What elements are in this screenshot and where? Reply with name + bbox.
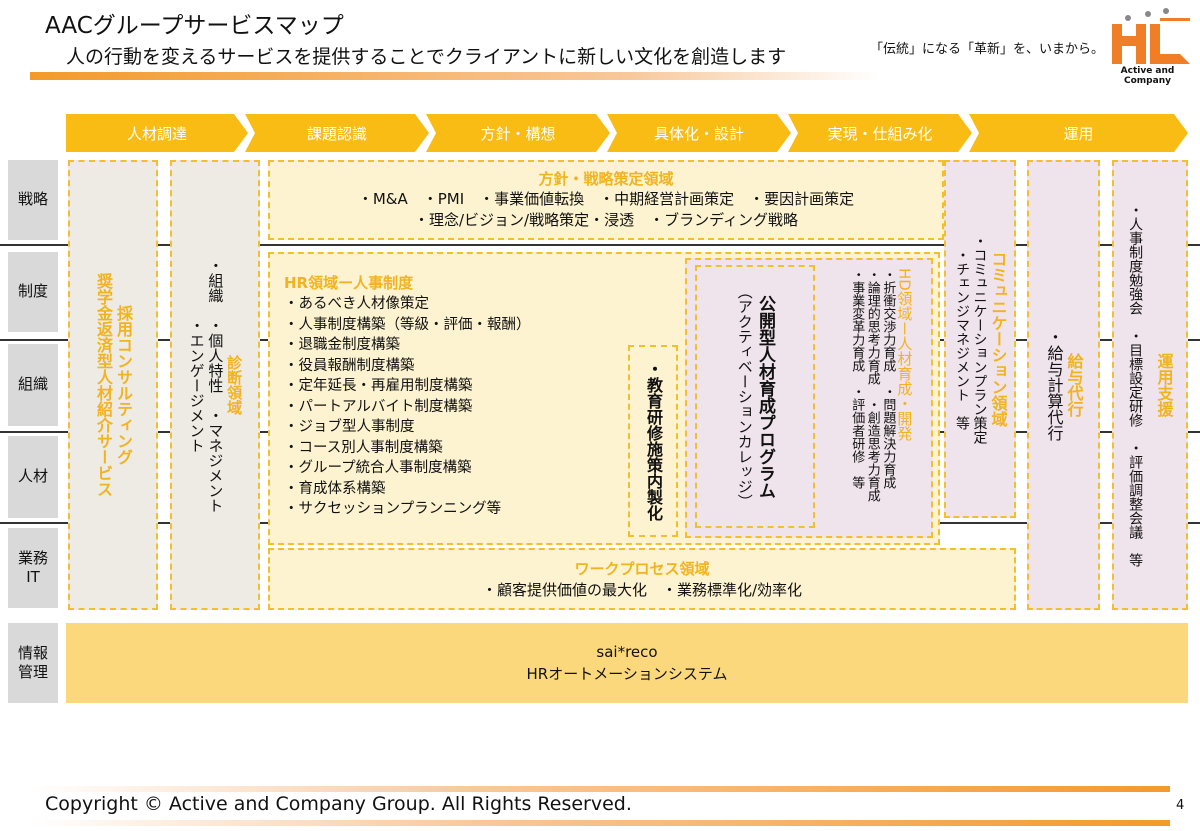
phase-arrow: 人材調達	[66, 114, 248, 152]
info-system-bar: sai*reco HRオートメーションシステム	[66, 623, 1188, 703]
row-label-organization: 組織	[8, 344, 58, 426]
workprocess-area: ワークプロセス領域 ・顧客提供価値の最大化 ・業務標準化/効率化	[268, 548, 1016, 610]
education-area: ・教育研修施策内製化	[628, 345, 678, 537]
row-label-talent: 人材	[8, 436, 58, 518]
hr-item: ・育成体系構築	[284, 480, 386, 497]
hr-item: ・定年延長・再雇用制度構築	[284, 378, 473, 394]
phase-arrow: 具体化・設計	[607, 114, 791, 152]
phase-arrow: 運用	[969, 114, 1188, 152]
hd-item: ・事業変革力育成 ・評価者研修 等	[849, 268, 865, 489]
row-divider	[0, 244, 1200, 246]
workprocess-title: ワークプロセス領域	[574, 560, 710, 578]
communication-item: ・チェンジマネジメント 等	[954, 248, 970, 430]
info-title: sai*reco	[596, 643, 658, 661]
communication-item: ・コミュニケーションプラン策定	[971, 234, 988, 444]
diagnosis-area: 診断領域・組織 ・個人特性 ・マネジメント・エンゲージメント	[170, 160, 260, 610]
payroll-item: ・給与計算代行	[1044, 329, 1064, 441]
payroll-title: 給与代行	[1064, 353, 1084, 417]
operation-support-area: 運用支援・人事制度勉強会 ・目標設定研修 ・評価調整会議 等	[1112, 160, 1188, 610]
row-label-operations-it: 業務 IT	[8, 528, 58, 608]
hr-item: ・退職金制度構築	[284, 337, 400, 353]
row-label-information: 情報 管理	[8, 623, 58, 703]
hr-item: ・コース別人事制度構築	[284, 439, 443, 456]
page-number: 4	[1176, 798, 1185, 813]
copyright: Copyright © Active and Company Group. Al…	[45, 793, 632, 815]
title-underline	[30, 72, 880, 80]
strategy-line: ・理念/ビジョン/戦略策定・浸透 ・ブランディング戦略	[413, 211, 799, 229]
diagnosis-item: ・組織 ・個人特性 ・マネジメント	[206, 257, 225, 513]
hr-item: ・人事制度構築（等級・評価・報酬）	[284, 316, 531, 333]
operation-title: 運用支援	[1154, 353, 1174, 417]
page-subtitle: 人の行動を変えるサービスを提供することでクライアントに新しい文化を創造します	[66, 46, 787, 68]
workprocess-line: ・顧客提供価値の最大化 ・業務標準化/効率化	[481, 581, 803, 599]
tagline: 「伝統」になる「革新」を、いまから。	[870, 42, 1105, 57]
strategy-area: 方針・戦略策定領域 ・M&A ・PMI ・事業価値転換 ・中期経営計画策定 ・要…	[268, 160, 944, 240]
recruitment-area: 採用コンサルティング奨学金返済型人材紹介サービス	[68, 160, 158, 610]
education-item: ・教育研修施策内製化	[644, 361, 663, 521]
public-program-area: 公開型人材育成プログラム（アクティベーションカレッジ）	[695, 265, 815, 528]
phase-arrow: 実現・仕組み化	[788, 114, 972, 152]
info-sub: HRオートメーションシステム	[526, 665, 728, 683]
logo-text: Active and Company	[1120, 66, 1175, 86]
recruit-consulting: 採用コンサルティング	[114, 305, 133, 465]
hr-item: ・ジョブ型人事制度	[284, 419, 415, 435]
communication-area: コミュニケーション領域・コミュニケーションプラン策定・チェンジマネジメント 等	[944, 160, 1016, 518]
strategy-title: 方針・戦略策定領域	[538, 170, 674, 188]
hd-title: HD領域ー人材育成・開発	[895, 268, 914, 441]
public-program-title: 公開型人材育成プログラム	[755, 294, 775, 499]
scholarship-service: 奨学金返済型人材紹介サービス	[94, 273, 113, 497]
hd-item: ・論理的思考力育成 ・創造思考力育成	[864, 268, 880, 502]
hr-item: ・グループ統合人事制度構築	[284, 460, 472, 476]
hr-title: HR領域ー人事制度	[284, 274, 414, 292]
footer-line	[30, 786, 1170, 792]
hr-item: ・あるべき人材像策定	[284, 296, 429, 312]
phase-arrow: 方針・構想	[426, 114, 610, 152]
diagnosis-title: 診断領域	[225, 355, 244, 415]
row-label-strategy: 戦略	[8, 160, 58, 240]
hr-item: ・パートアルバイト制度構築	[284, 398, 473, 415]
company-logo-icon	[1112, 8, 1190, 64]
public-program-sub: （アクティベーションカレッジ）	[735, 284, 754, 509]
hd-text: HD領域ー人材育成・開発・折衝交渉力育成 ・問題解決力育成・論理的思考力育成 ・…	[835, 268, 927, 523]
hr-item: ・サクセッションプランニング等	[284, 501, 502, 517]
strategy-line: ・M&A ・PMI ・事業価値転換 ・中期経営計画策定 ・要因計画策定	[357, 190, 855, 208]
operation-item: ・人事制度勉強会 ・目標設定研修 ・評価調整会議 等	[1127, 203, 1144, 567]
hr-list: ・あるべき人材像策定 ・人事制度構築（等級・評価・報酬） ・退職金制度構築 ・役…	[284, 294, 938, 520]
phase-arrow: 課題認識	[245, 114, 429, 152]
page-title: AACグループサービスマップ	[45, 13, 344, 39]
communication-title: コミュニケーション領域	[988, 251, 1008, 427]
row-label-system: 制度	[8, 252, 58, 332]
footer-line	[30, 820, 1170, 826]
diagnosis-item: ・エンゲージメント	[187, 317, 206, 453]
payroll-area: 給与代行・給与計算代行	[1027, 160, 1100, 610]
hr-item: ・役員報酬制度構築	[284, 357, 415, 374]
hd-item: ・折衝交渉力育成 ・問題解決力育成	[880, 268, 896, 489]
